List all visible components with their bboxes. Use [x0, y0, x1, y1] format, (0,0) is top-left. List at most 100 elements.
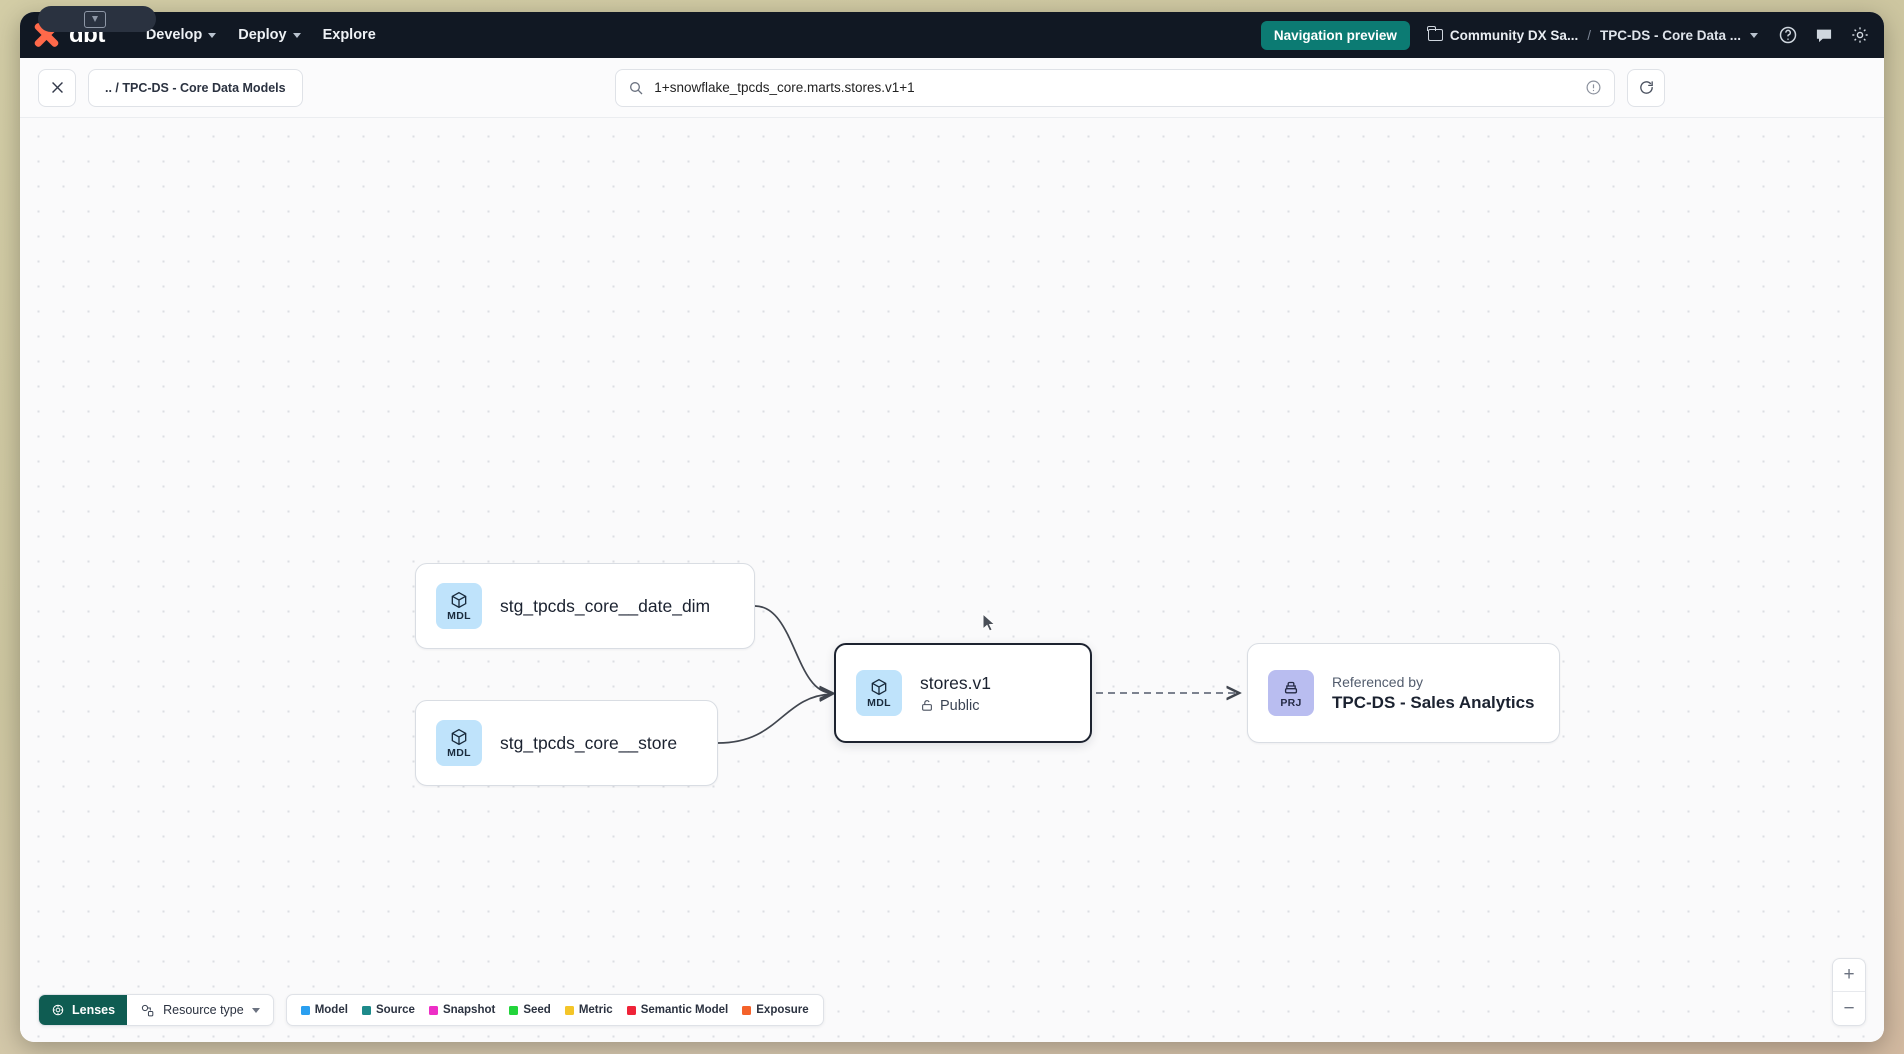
help-circle-icon[interactable]	[1778, 25, 1798, 45]
canvas-bottom-toolbar: Lenses Resource type Model	[38, 994, 824, 1026]
refresh-button[interactable]	[1627, 68, 1666, 107]
zoom-out-button[interactable]: −	[1843, 997, 1855, 1019]
legend-item-seed: Seed	[509, 1004, 551, 1016]
legend-label: Model	[314, 1004, 348, 1016]
nav-develop-label: Develop	[145, 27, 203, 43]
node-access-label: Public	[940, 697, 980, 714]
close-icon	[51, 82, 63, 93]
mouse-cursor	[982, 613, 996, 632]
graph-node-stores-v1[interactable]: MDL stores.v1 Public	[834, 643, 1092, 743]
legend-item-exposure: Exposure	[742, 1004, 809, 1016]
lineage-canvas[interactable]: MDL stg_tpcds_core__date_dim MDL stg_tpc…	[20, 118, 1884, 1042]
folder-icon	[1427, 26, 1443, 41]
top-navbar: dbt Develop Deploy Explore Navigation pr…	[20, 12, 1884, 58]
search-icon	[630, 81, 643, 94]
legend-swatch	[509, 1005, 519, 1015]
nav-item-develop[interactable]: Develop	[135, 21, 227, 49]
zoom-in-button[interactable]: +	[1833, 959, 1865, 992]
legend-label: Snapshot	[442, 1004, 496, 1016]
zoom-controls: + −	[1832, 958, 1866, 1026]
legend-swatch	[300, 1005, 310, 1015]
legend-item-snapshot: Snapshot	[428, 1004, 496, 1016]
resource-type-legend: Model Source Snapshot Seed	[285, 994, 824, 1026]
breadcrumb-account-label: Community DX Sa...	[1449, 27, 1579, 43]
nav-deploy-label: Deploy	[238, 27, 287, 43]
cube-icon	[451, 729, 467, 746]
legend-swatch	[626, 1005, 636, 1015]
node-access-row: Public	[920, 698, 991, 714]
graph-node-referenced-by-project[interactable]: PRJ Referenced by TPC-DS - Sales Analyti…	[1247, 643, 1560, 743]
chevron-down-icon	[251, 1007, 260, 1013]
legend-label: Metric	[578, 1004, 613, 1016]
breadcrumb-project-label: TPC-DS - Core Data ...	[1599, 27, 1741, 43]
project-stack-icon	[1284, 682, 1298, 694]
chevron-down-icon	[292, 32, 301, 38]
refresh-icon	[1639, 81, 1653, 94]
chevron-down-icon	[208, 32, 217, 38]
breadcrumb-account[interactable]: Community DX Sa...	[1427, 26, 1579, 43]
legend-label: Semantic Model	[640, 1004, 729, 1016]
node-title: stg_tpcds_core__date_dim	[500, 595, 711, 616]
legend-item-semantic-model: Semantic Model	[626, 1004, 729, 1016]
gear-icon[interactable]	[1850, 25, 1870, 45]
lens-control-group: Lenses Resource type	[38, 994, 274, 1026]
badge-label: MDL	[447, 747, 471, 760]
lineage-search-bar[interactable]	[615, 68, 1616, 107]
badge-label: MDL	[867, 697, 891, 710]
legend-swatch	[564, 1005, 574, 1015]
node-text-column: stores.v1 Public	[920, 673, 991, 714]
breadcrumb-project[interactable]: TPC-DS - Core Data ...	[1600, 28, 1741, 43]
legend-item-metric: Metric	[564, 1004, 613, 1016]
unlock-icon	[922, 700, 932, 711]
lens-icon	[52, 1004, 64, 1016]
nav-item-explore[interactable]: Explore	[312, 21, 387, 49]
legend-label: Source	[375, 1004, 415, 1016]
edge-date-dim-to-stores	[754, 605, 832, 693]
node-text-column: stg_tpcds_core__store	[500, 733, 677, 754]
nav-item-deploy[interactable]: Deploy	[227, 21, 311, 49]
close-lineage-button[interactable]	[38, 68, 76, 107]
legend-item-source: Source	[361, 1004, 415, 1016]
graph-node-stg-tpcds-core-store[interactable]: MDL stg_tpcds_core__store	[415, 700, 718, 786]
resource-type-label: Resource type	[163, 1003, 244, 1017]
lineage-subheader: .. / TPC-DS - Core Data Models	[20, 58, 1884, 118]
node-title: stg_tpcds_core__store	[500, 732, 678, 753]
resource-type-icon	[141, 1004, 154, 1016]
screen-share-icon	[84, 10, 106, 28]
model-badge: MDL	[436, 720, 482, 766]
edge-store-to-stores	[717, 694, 832, 744]
browser-tab-handle[interactable]	[38, 6, 156, 32]
breadcrumb-separator: /	[1587, 27, 1591, 43]
node-text-column: stg_tpcds_core__date_dim	[500, 596, 710, 617]
search-zone	[315, 68, 1866, 107]
lenses-button[interactable]: Lenses	[39, 995, 128, 1025]
badge-label: MDL	[447, 610, 471, 623]
cube-icon	[871, 679, 887, 696]
app-window: dbt Develop Deploy Explore Navigation pr…	[20, 12, 1884, 1042]
lineage-edges	[717, 605, 1884, 744]
legend-swatch	[742, 1005, 752, 1015]
navigation-preview-button[interactable]: Navigation preview	[1260, 20, 1410, 50]
legend-item-model: Model	[300, 1004, 348, 1016]
nav-explore-label: Explore	[322, 27, 376, 43]
search-input[interactable]	[654, 80, 1576, 95]
project-breadcrumb-button[interactable]: .. / TPC-DS - Core Data Models	[88, 68, 303, 107]
model-badge: MDL	[856, 670, 902, 716]
node-text-column: Referenced by TPC-DS - Sales Analytics	[1332, 674, 1535, 713]
chevron-down-icon[interactable]	[1750, 32, 1758, 38]
legend-swatch	[428, 1005, 438, 1015]
node-title: stores.v1	[920, 672, 991, 693]
legend-label: Seed	[523, 1004, 551, 1016]
project-badge: PRJ	[1268, 670, 1314, 716]
feedback-icon[interactable]	[1814, 25, 1834, 45]
node-overline-label: Referenced by	[1332, 673, 1424, 690]
lenses-label: Lenses	[72, 1003, 116, 1017]
graph-node-stg-tpcds-core-date-dim[interactable]: MDL stg_tpcds_core__date_dim	[415, 563, 755, 649]
badge-label: PRJ	[1280, 697, 1302, 710]
legend-label: Exposure	[756, 1004, 809, 1016]
info-icon[interactable]	[1585, 79, 1602, 96]
legend-swatch	[361, 1005, 371, 1015]
model-badge: MDL	[436, 583, 482, 629]
resource-type-dropdown[interactable]: Resource type	[127, 995, 273, 1025]
